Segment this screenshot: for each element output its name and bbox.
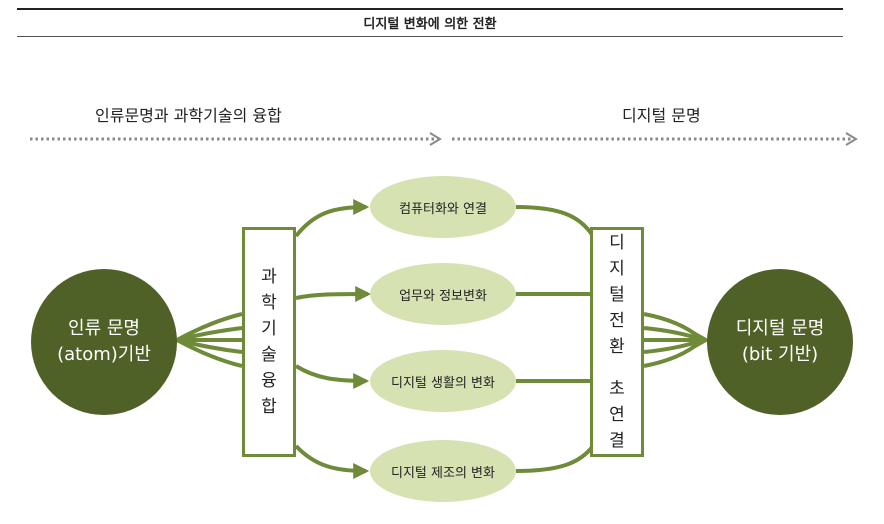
phase-label-fusion: 인류문명과 과학기술의 융합	[95, 106, 282, 125]
change-oval-digital-manufacturing: 디지털 제조의 변화	[370, 440, 516, 502]
fusion-char: 과	[261, 267, 277, 287]
diagram-title: 디지털 변화에 의한 전환	[363, 17, 497, 32]
target-arrowhead	[692, 330, 710, 350]
fusion-char: 학	[261, 293, 277, 313]
fusion-char: 술	[261, 345, 277, 365]
merge-lines	[514, 205, 595, 473]
change-label: 컴퓨터화와 연결	[399, 201, 487, 217]
transition-char: 환	[609, 337, 625, 357]
transition-char: 전	[609, 311, 625, 331]
source-fan	[176, 312, 243, 368]
change-label: 업무와 정보변화	[399, 288, 487, 304]
change-oval-work-information: 업무와 정보변화	[370, 263, 516, 325]
source-circle-line2: (atom)기반	[57, 344, 151, 365]
source-circle-line1: 인류 문명	[68, 318, 140, 339]
phase-label-digital: 디지털 문명	[622, 106, 701, 125]
change-label: 디지털 생활의 변화	[391, 375, 495, 391]
branch-arrows	[294, 199, 372, 479]
target-civilization-circle: 디지털 문명 (bit 기반)	[707, 269, 853, 415]
change-label: 디지털 제조의 변화	[391, 465, 495, 481]
timeline-arrow	[30, 132, 858, 146]
tech-fusion-box: 과 학 기 술 융 합	[242, 227, 296, 457]
target-circle-line2: (bit 기반)	[741, 344, 819, 365]
transition-char: 디	[609, 233, 625, 253]
transition-char: 지	[609, 259, 625, 279]
transition-char: 털	[609, 285, 625, 305]
title-bar	[17, 8, 843, 37]
change-oval-computerization: 컴퓨터화와 연결	[370, 176, 516, 238]
fusion-char: 합	[261, 397, 277, 417]
transition-char: 초	[609, 379, 625, 399]
fusion-char: 융	[261, 371, 277, 391]
digital-transition-box: 디 지 털 전 환 초 연 결	[590, 227, 644, 457]
target-fan	[643, 312, 702, 368]
source-civilization-circle: 인류 문명 (atom)기반	[31, 269, 177, 415]
target-circle-line1: 디지털 문명	[735, 318, 825, 339]
fusion-char: 기	[261, 319, 277, 339]
transition-char: 연	[609, 405, 625, 425]
change-oval-digital-life: 디지털 생활의 변화	[370, 350, 516, 412]
transition-char: 결	[609, 431, 625, 451]
